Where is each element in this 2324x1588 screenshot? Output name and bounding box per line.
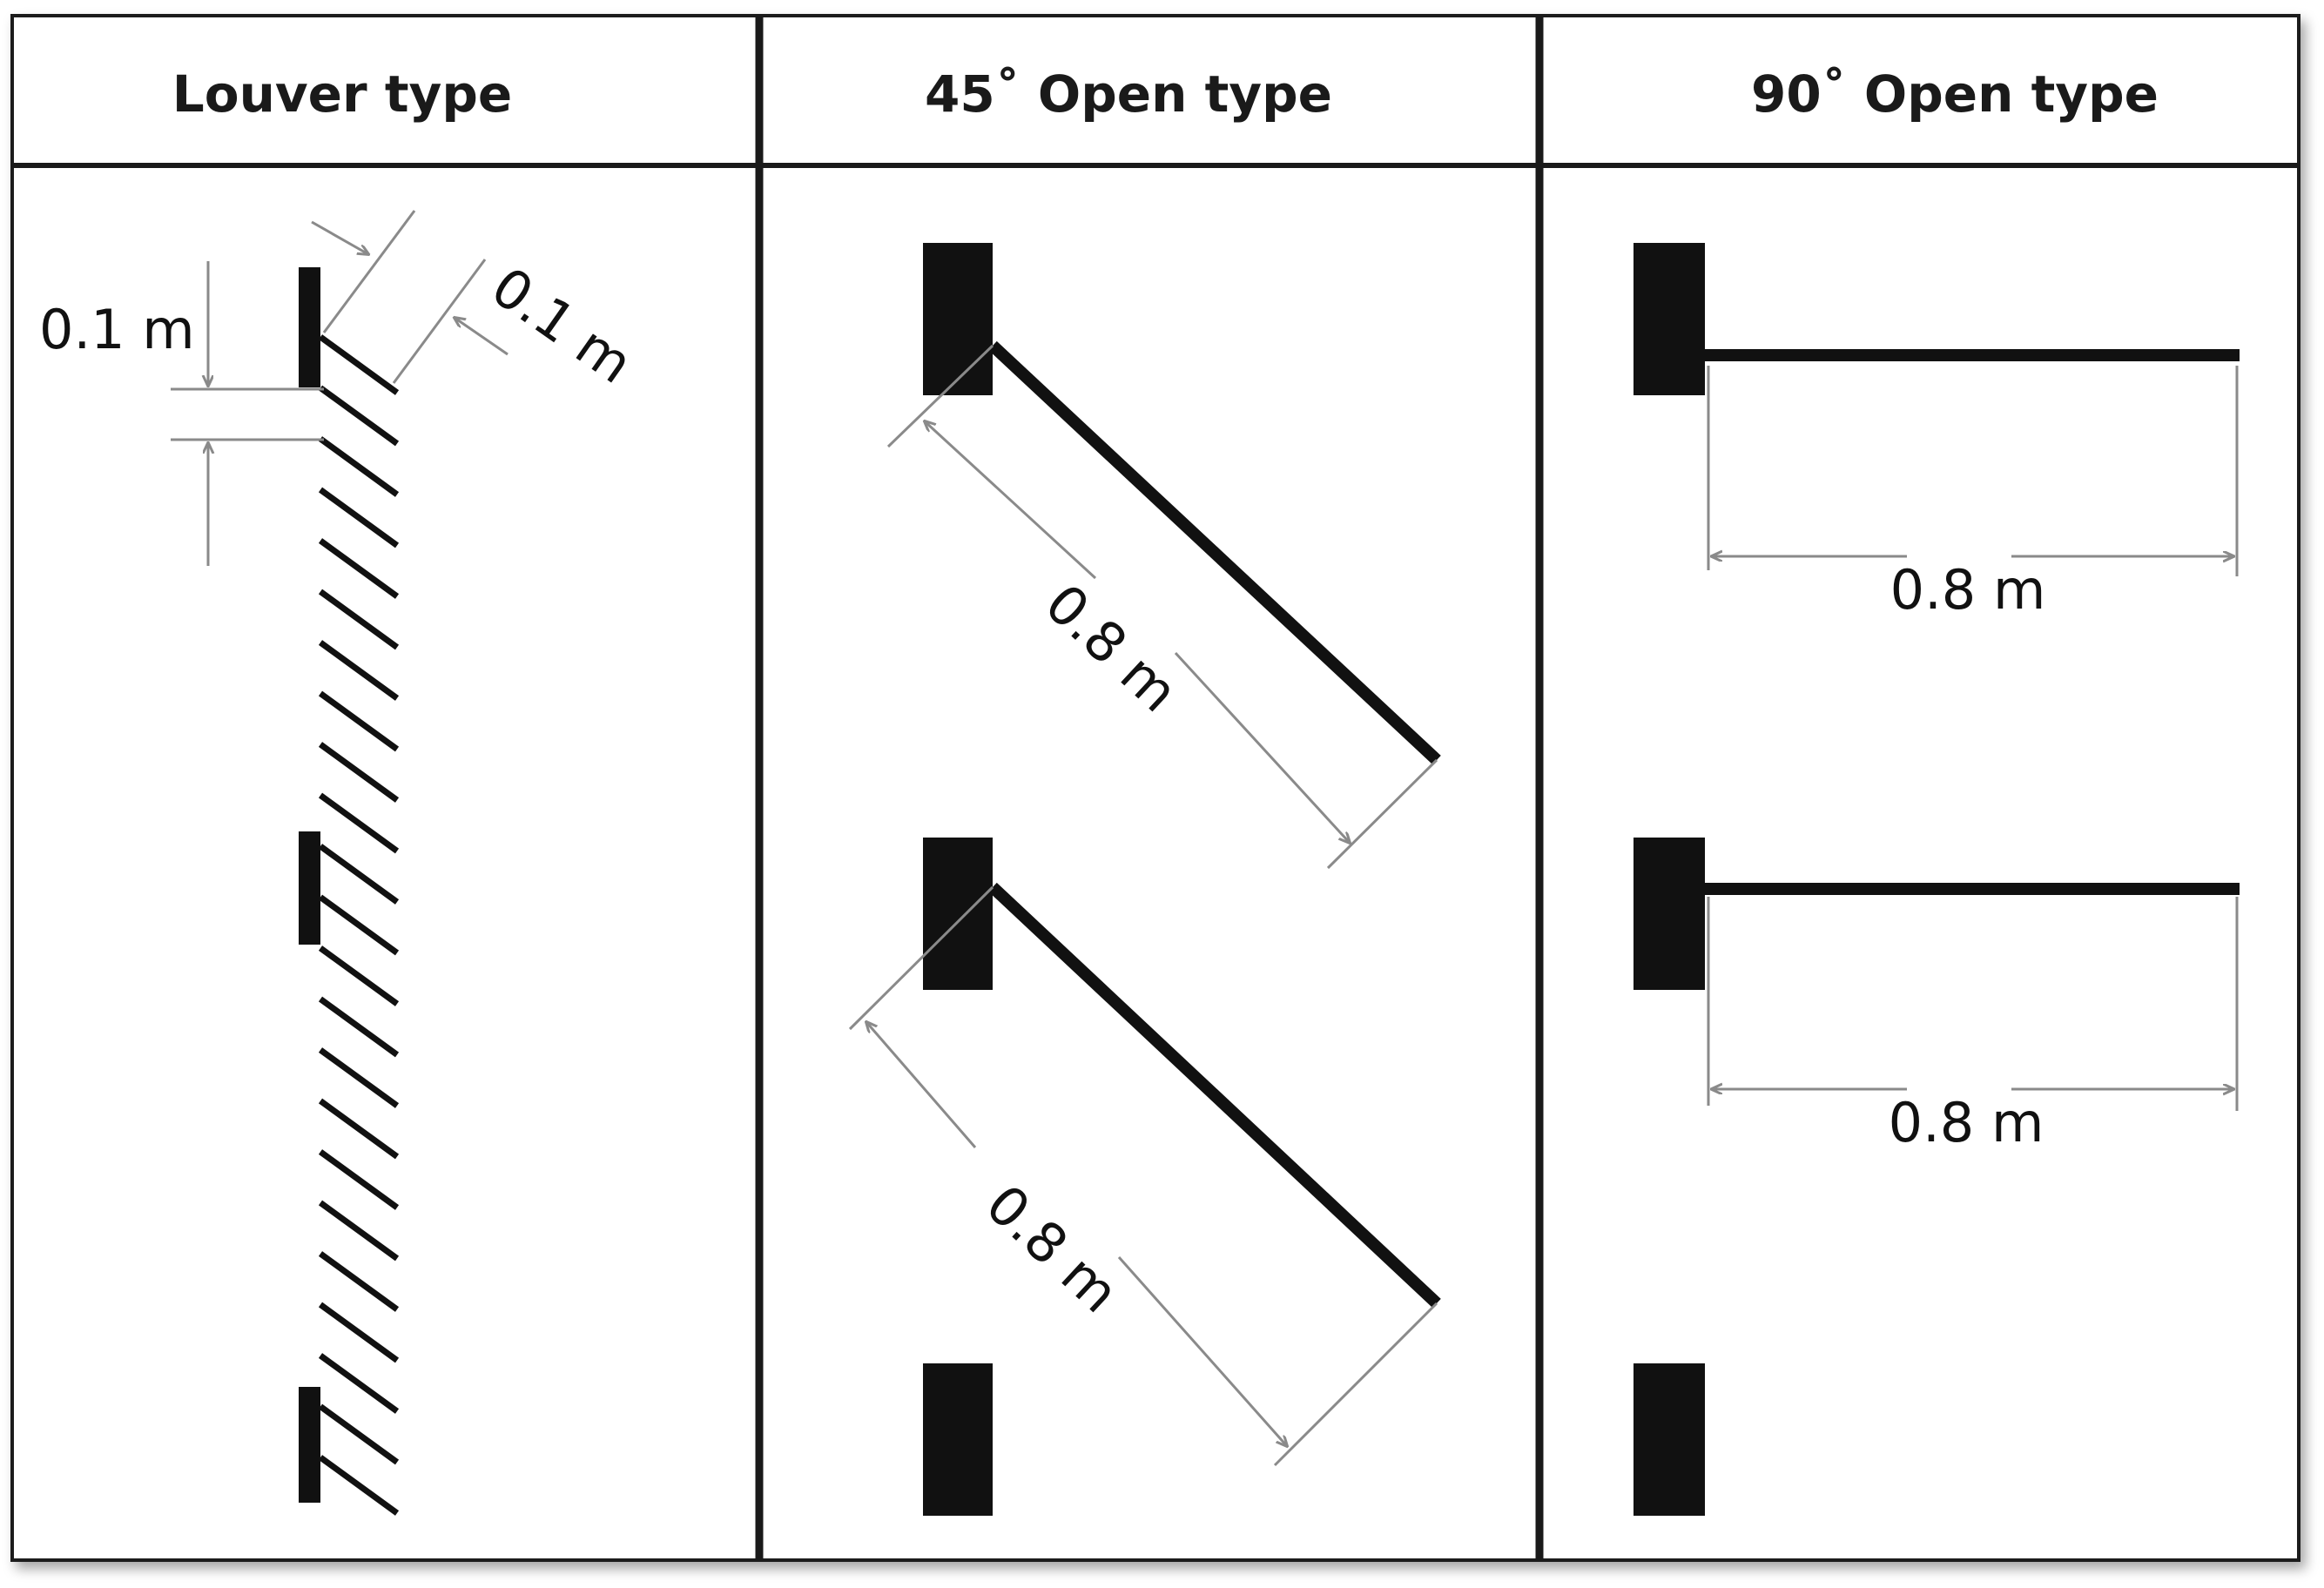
louver-slat xyxy=(318,334,400,395)
louver-width-extension-2 xyxy=(392,259,487,384)
louver-slat xyxy=(318,894,400,956)
louver-slat xyxy=(318,1353,400,1414)
louver-slat xyxy=(318,640,400,701)
open45-panel-bottom xyxy=(988,882,1441,1309)
louver-slat xyxy=(318,538,400,599)
louver-slat xyxy=(318,1200,400,1262)
open90-diagram: 0.8 m 0.8 m xyxy=(1634,243,2240,1516)
table-frame xyxy=(10,14,2300,1562)
header-45-open-type: 45˚ Open type xyxy=(925,64,1332,124)
louver-slat xyxy=(318,1047,400,1108)
louver-slat xyxy=(318,1098,400,1160)
louver-width-arrow-1 xyxy=(311,220,368,254)
open45-bottom-extension-2 xyxy=(1273,1302,1438,1467)
open45-post-top xyxy=(923,243,993,395)
louver-width-extension-1 xyxy=(322,210,416,333)
open45-top-extension-1 xyxy=(886,344,994,448)
header-louver-type: Louver type xyxy=(172,64,512,124)
louver-slat xyxy=(318,996,400,1058)
louver-slat xyxy=(318,1455,400,1516)
louver-slat xyxy=(318,844,400,905)
open45-top-arrow-1 xyxy=(925,421,1097,580)
open45-top-arrow-2 xyxy=(1174,651,1350,843)
louver-slat xyxy=(318,1403,400,1465)
louver-post-top xyxy=(299,267,320,387)
louver-slat xyxy=(318,690,400,752)
open90-post-middle xyxy=(1634,838,1705,990)
louver-width-arrow-2 xyxy=(455,318,509,356)
louver-slat xyxy=(318,792,400,854)
louver-slat xyxy=(318,487,400,548)
open90-post-top xyxy=(1634,243,1705,395)
open90-bottom-length-label: 0.8 m xyxy=(1889,1091,2044,1154)
open90-post-bottom xyxy=(1634,1363,1705,1516)
louver-slat xyxy=(318,1302,400,1363)
louver-slat xyxy=(318,385,400,447)
header-90-open-type: 90˚ Open type xyxy=(1751,64,2159,124)
open45-top-extension-2 xyxy=(1326,758,1438,870)
louver-slat xyxy=(318,589,400,650)
louver-slat xyxy=(318,1149,400,1210)
open45-bottom-extension-1 xyxy=(848,885,994,1031)
louver-slat xyxy=(318,1251,400,1312)
open45-post-bottom xyxy=(923,1363,993,1516)
open45-bottom-arrow-2 xyxy=(1117,1256,1287,1446)
open45-post-middle xyxy=(923,838,993,990)
louver-post-middle xyxy=(299,831,320,945)
louver-slats xyxy=(318,334,400,1516)
louver-post-bottom xyxy=(299,1387,320,1503)
open90-top-length-label: 0.8 m xyxy=(1890,558,2046,622)
louver-spacing-label: 0.1 m xyxy=(39,298,195,361)
louver-slat xyxy=(318,742,400,803)
louver-slat xyxy=(318,945,400,1006)
open45-panel-top xyxy=(988,340,1441,765)
open45-bottom-arrow-1 xyxy=(866,1022,977,1148)
louver-slat xyxy=(318,436,400,497)
